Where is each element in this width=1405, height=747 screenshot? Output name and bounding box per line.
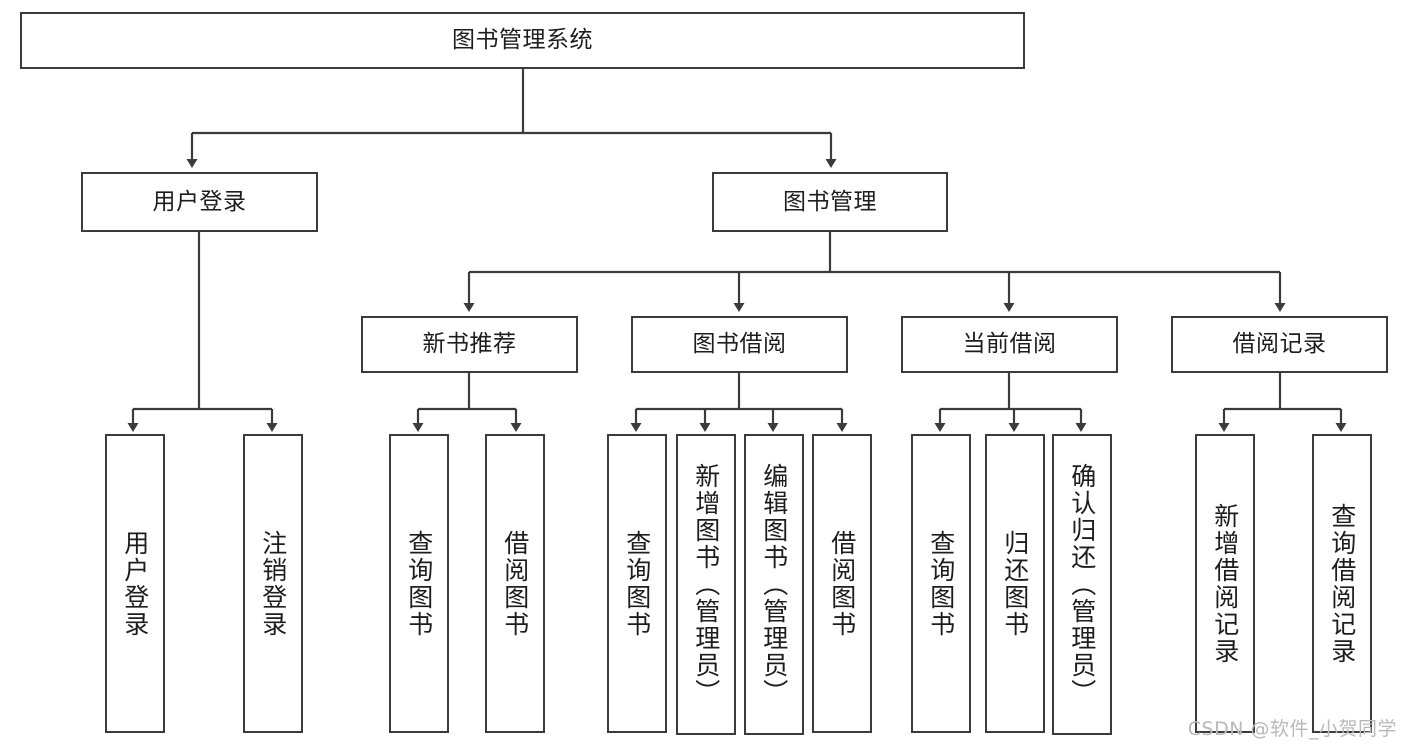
node-leaf-edit-book-admin-label: 编辑图书（管理员） — [759, 463, 789, 706]
node-new-book-recommend-label: 新书推荐 — [422, 331, 517, 358]
node-leaf-logout[interactable]: 注销登录 — [243, 434, 303, 733]
node-root[interactable]: 图书管理系统 — [20, 12, 1025, 69]
node-leaf-borrow-book-1[interactable]: 借阅图书 — [485, 434, 545, 733]
node-leaf-query-book-2[interactable]: 查询图书 — [607, 434, 667, 733]
node-leaf-borrow-book-1-label: 借阅图书 — [500, 529, 530, 638]
node-leaf-add-borrow-record[interactable]: 新增借阅记录 — [1195, 434, 1255, 733]
node-leaf-user-login-label: 用户登录 — [120, 529, 150, 638]
node-book-management[interactable]: 图书管理 — [712, 172, 948, 232]
node-leaf-query-borrow-record-label: 查询借阅记录 — [1327, 502, 1357, 665]
node-leaf-query-book-2-label: 查询图书 — [622, 529, 652, 638]
node-leaf-query-book-3[interactable]: 查询图书 — [911, 434, 971, 733]
node-book-borrow-label: 图书借阅 — [692, 331, 787, 358]
node-leaf-add-borrow-record-label: 新增借阅记录 — [1210, 502, 1240, 665]
node-user-login[interactable]: 用户登录 — [81, 172, 318, 232]
node-current-borrow-label: 当前借阅 — [962, 331, 1057, 358]
node-leaf-confirm-return-admin[interactable]: 确认归还（管理员） — [1052, 434, 1112, 735]
node-leaf-return-book-label: 归还图书 — [1000, 529, 1030, 638]
node-leaf-query-book-1[interactable]: 查询图书 — [389, 434, 449, 733]
node-leaf-borrow-book-2-label: 借阅图书 — [827, 529, 857, 638]
node-leaf-add-book-admin[interactable]: 新增图书（管理员） — [676, 434, 736, 735]
node-leaf-confirm-return-admin-label: 确认归还（管理员） — [1067, 463, 1097, 706]
node-leaf-borrow-book-2[interactable]: 借阅图书 — [812, 434, 872, 733]
node-leaf-add-book-admin-label: 新增图书（管理员） — [691, 463, 721, 706]
node-leaf-user-login[interactable]: 用户登录 — [105, 434, 165, 733]
node-book-management-label: 图书管理 — [783, 188, 877, 215]
node-borrow-record[interactable]: 借阅记录 — [1171, 316, 1388, 373]
node-leaf-logout-label: 注销登录 — [258, 529, 288, 638]
node-user-login-label: 用户登录 — [152, 188, 247, 215]
node-leaf-query-book-1-label: 查询图书 — [404, 529, 434, 638]
node-current-borrow[interactable]: 当前借阅 — [901, 316, 1118, 373]
node-leaf-return-book[interactable]: 归还图书 — [985, 434, 1045, 733]
watermark-text: CSDN @软件_小贺同学 — [1187, 718, 1397, 740]
node-leaf-query-borrow-record[interactable]: 查询借阅记录 — [1312, 434, 1372, 733]
node-new-book-recommend[interactable]: 新书推荐 — [361, 316, 578, 373]
node-borrow-record-label: 借阅记录 — [1232, 331, 1327, 358]
node-leaf-query-book-3-label: 查询图书 — [926, 529, 956, 638]
node-root-label: 图书管理系统 — [452, 27, 593, 54]
node-leaf-edit-book-admin[interactable]: 编辑图书（管理员） — [744, 434, 804, 735]
node-book-borrow[interactable]: 图书借阅 — [631, 316, 848, 373]
